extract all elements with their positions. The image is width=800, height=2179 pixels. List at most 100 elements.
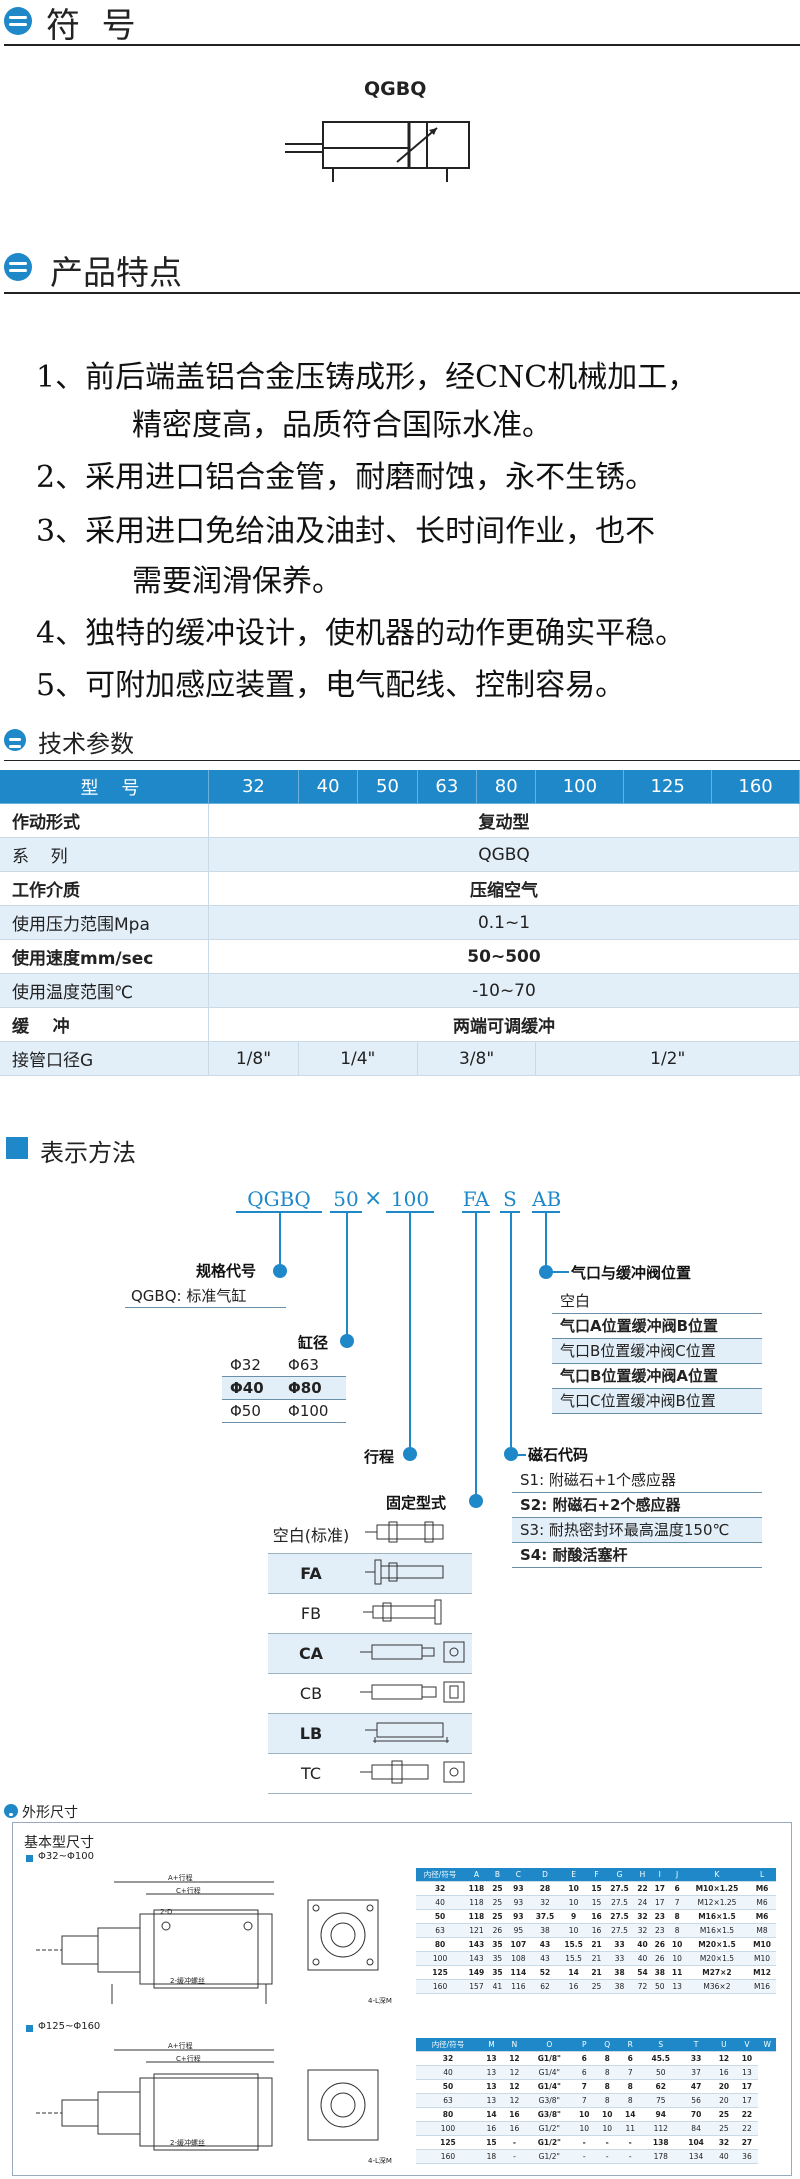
port-value: 1/4" [298,1041,418,1076]
size-cell: 50 [357,770,418,804]
table-cell: G1/8" [525,2051,573,2066]
table-cell: 18 [479,2149,503,2164]
table-cell: 118 [464,1909,489,1924]
table-cell: 143 [464,1937,489,1952]
mount-title: 固定型式 [386,1494,447,1512]
table-cell: - [572,2149,596,2164]
row-value: -10~70 [208,973,800,1008]
table-cell: M36×2 [685,1979,749,1994]
table-cell: 23 [651,1923,669,1938]
feature-line: 2、采用进口铝合金管，耐磨耐蚀，永不生锈。 [36,460,656,495]
table-cell: 8 [595,2051,619,2066]
valve-option: 气口B位置缓冲阀A位置 [552,1364,762,1389]
table-cell: 16 [502,2121,526,2136]
dim-label: 2-D [160,1908,173,1916]
port-value: 3/8" [417,1041,537,1076]
row-value: 压缩空气 [208,871,800,906]
table-cell: G1/2" [525,2121,573,2136]
table-cell: 32 [416,2051,480,2066]
table-row: FA [268,1553,472,1594]
table-cell: 21 [587,1937,606,1952]
spec-title: 规格代号 [196,1262,257,1280]
table-cell: G1/2" [525,2149,573,2164]
feature-line: 精密度高，品质符合国际水准。 [132,408,552,443]
table-cell: 36 [735,2149,759,2164]
mount-drawing [354,1673,472,1714]
square-icon [26,1855,33,1862]
row-value: 两端可调缓冲 [208,1007,800,1042]
table-cell: 14 [618,2107,642,2122]
table-cell: 32 [530,1895,560,1910]
table-cell: 16 [502,2107,526,2122]
table-cell: 9 [559,1909,588,1924]
size-cell: 63 [417,770,478,804]
table-cell: M12×1.25 [685,1895,749,1910]
table-cell: 8 [595,2065,619,2080]
table-cell: 63 [416,1923,465,1938]
connector-line [510,1454,526,1456]
range-label: Φ125~Φ160 [38,2021,101,2032]
header-cell: W [758,2038,776,2052]
dim-label: 4-L深M [368,1997,392,2005]
header-cell: E [559,1868,588,1882]
mount-code: 空白(标准) [268,1514,354,1554]
header-cell: A [464,1868,489,1882]
cylinder-side-drawing-large [36,2049,274,2151]
section-title: 符 号 [46,6,136,46]
bore-cell: Φ100 [280,1399,346,1423]
table-row: 空白(标准) [268,1514,472,1554]
table-cell: - [502,2135,526,2150]
connector-line [510,1213,512,1457]
table-cell: 160 [416,2149,480,2164]
table-cell: 14 [479,2107,503,2122]
row-value: 0.1~1 [208,905,800,940]
table-cell: 24 [633,1895,652,1910]
table-cell: 62 [530,1979,560,1994]
magnet-title: 磁石代码 [528,1446,589,1464]
tech-params-table: 型 号 32 40 50 63 80 100 125 160 作动形式复动型 系… [0,770,800,1076]
table-cell: 160 [416,1979,465,1994]
table-cell: 17 [651,1881,669,1896]
header-cell: U [712,2038,736,2052]
table-row: FB [268,1593,472,1634]
table-cell: 25 [587,1979,606,1994]
table-cell: 21 [587,1951,606,1966]
table-cell: 13 [479,2093,503,2108]
header-cell: I [651,1868,669,1882]
table-cell: 125 [416,2135,480,2150]
table-cell: M16×1.5 [685,1923,749,1938]
mount-drawing [354,1633,472,1674]
header-cell: L [748,1868,776,1882]
table-cell: M12 [748,1965,776,1980]
table-cell: 149 [464,1965,489,1980]
table-cell: 12 [502,2051,526,2066]
table-cell: 178 [641,2149,680,2164]
table-cell: 37.5 [530,1909,560,1924]
table-cell: 118 [464,1881,489,1896]
table-cell: 10 [668,1937,686,1952]
table-cell: 26 [651,1951,669,1966]
table-cell: 100 [416,2121,480,2136]
table-cell: 32 [633,1909,652,1924]
table-cell: 7 [572,2079,596,2094]
table-cell: 8 [618,2093,642,2108]
feature-line: 需要润滑保养。 [132,564,342,599]
table-cell: 93 [506,1895,531,1910]
table-cell: 11 [668,1965,686,1980]
code-bore: 50 [330,1187,362,1213]
table-cell: 38 [605,1979,634,1994]
table-cell: 10 [735,2051,759,2066]
table-cell: 50 [641,2065,680,2080]
table-cell: 10 [572,2107,596,2122]
feature-line: 5、可附加感应装置，电气配线、控制容易。 [36,668,626,703]
mount-table: 空白(标准) FA FB CA CB LB TC [268,1514,472,1794]
